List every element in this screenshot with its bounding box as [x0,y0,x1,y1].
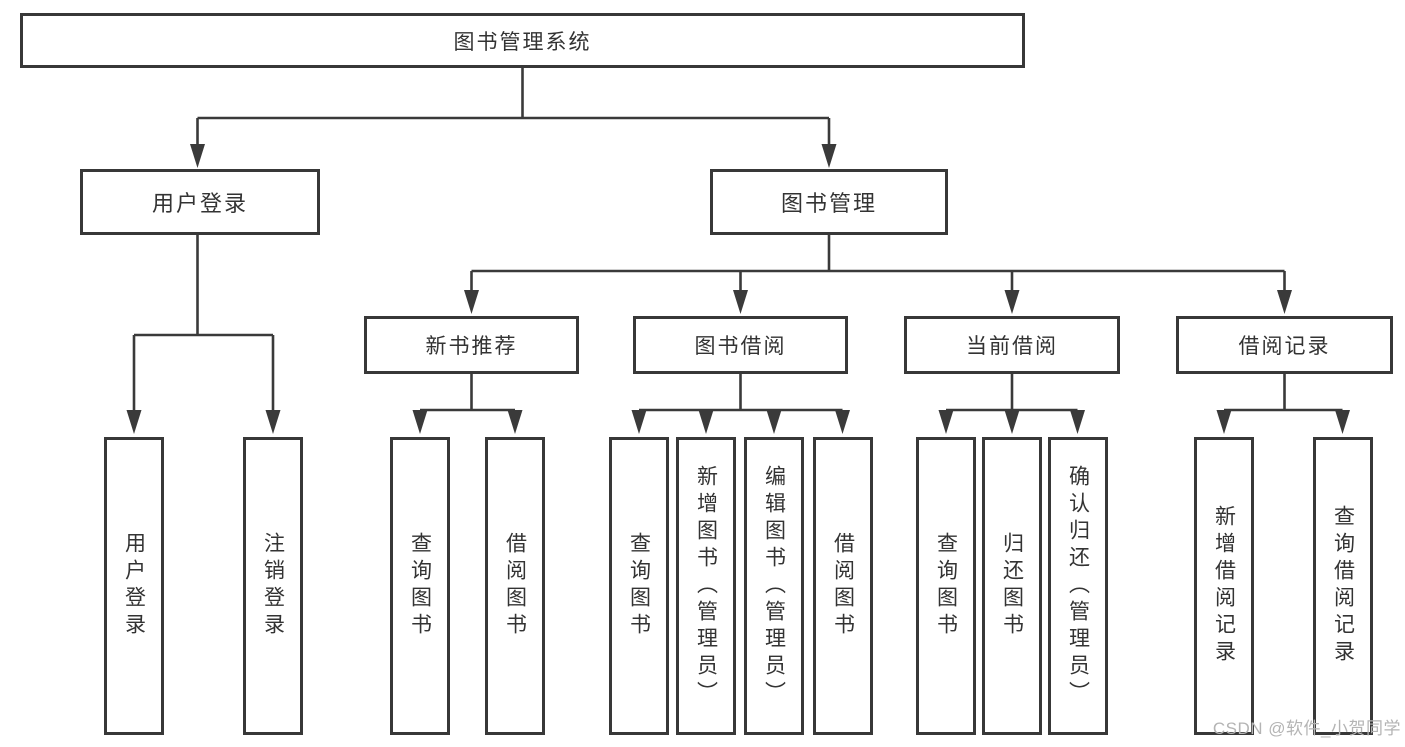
node-borrow-records: 借阅记录 [1176,316,1393,374]
leaf-current-query-books: 查询图书 [916,437,976,735]
leaf-newbook-borrow-books: 借阅图书 [485,437,545,735]
leaf-current-confirm-return-admin: 确认归还（管理员） [1048,437,1108,735]
node-label: 借阅图书 [503,532,527,640]
node-current-borrow: 当前借阅 [904,316,1120,374]
node-label: 注销登录 [261,532,285,640]
node-label: 借阅记录 [1238,335,1331,358]
node-label: 用户登录 [151,191,248,216]
leaf-borrow-query-books: 查询图书 [609,437,669,735]
leaf-borrow-add-books-admin: 新增图书（管理员） [676,437,736,735]
node-label: 归还图书 [1000,532,1024,640]
node-label: 新书推荐 [425,335,518,358]
leaf-borrow-edit-books-admin: 编辑图书（管理员） [744,437,804,735]
node-label: 编辑图书（管理员） [762,464,786,708]
leaf-borrow-borrow-books: 借阅图书 [813,437,873,735]
leaf-newbook-query-books: 查询图书 [390,437,450,735]
node-label: 查询图书 [934,532,958,640]
node-label: 查询图书 [627,532,651,640]
node-book-management: 图书管理 [710,169,948,235]
leaf-user-login: 用户登录 [104,437,164,735]
leaf-records-add-record: 新增借阅记录 [1194,437,1254,735]
node-label: 图书管理 [780,191,877,216]
node-label: 确认归还（管理员） [1066,464,1090,708]
node-label: 图书管理系统 [453,30,592,54]
node-new-book-recommend: 新书推荐 [364,316,579,374]
leaf-records-query-record: 查询借阅记录 [1313,437,1373,735]
node-label: 用户登录 [122,532,146,640]
leaf-logout-login: 注销登录 [243,437,303,735]
node-label: 查询图书 [408,532,432,640]
node-label: 借阅图书 [831,532,855,640]
node-label: 新增借阅记录 [1212,505,1236,667]
node-label: 图书借阅 [694,335,787,358]
csdn-watermark: CSDN @软件_小贺同学 [1212,719,1401,738]
leaf-current-return-books: 归还图书 [982,437,1042,735]
node-user-login: 用户登录 [80,169,320,235]
node-book-borrow: 图书借阅 [633,316,848,374]
node-label: 当前借阅 [966,335,1058,358]
node-library-system: 图书管理系统 [20,13,1025,68]
node-label: 查询借阅记录 [1331,505,1355,667]
node-label: 新增图书（管理员） [694,464,718,708]
